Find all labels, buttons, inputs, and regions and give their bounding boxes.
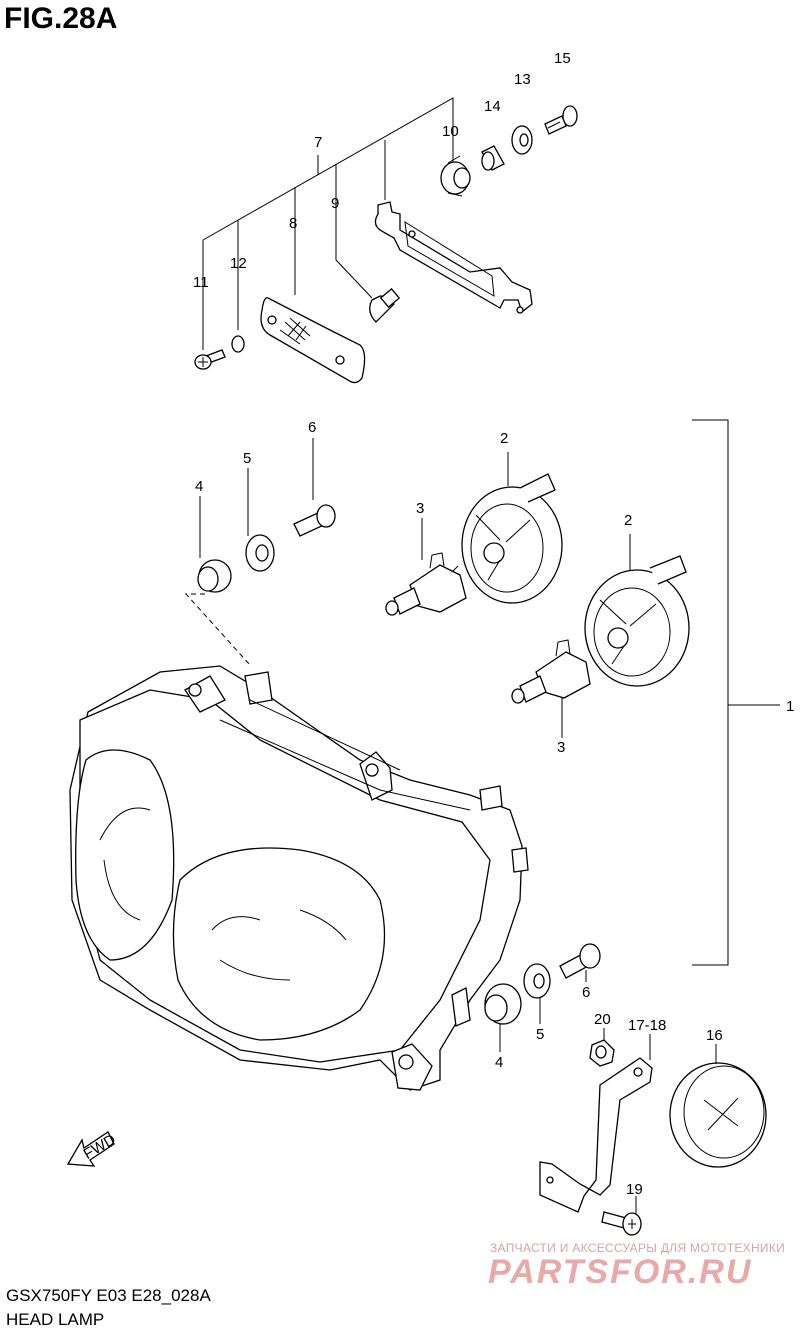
washer-5-upper [245,534,275,572]
callout-1: 1 [786,698,794,715]
callout-15: 15 [554,50,571,67]
position-lamp-lens [260,297,366,384]
nut-20 [589,1039,615,1067]
callout-4: 4 [195,478,203,495]
callout-16: 16 [706,1027,723,1044]
callout-19: 19 [626,1181,643,1198]
washer-13 [511,125,533,155]
callout-2: 2 [500,430,508,447]
grommet-10 [440,155,471,197]
callout-9: 9 [331,195,339,212]
bolt-6-upper [293,504,336,537]
bulb-lower [511,639,591,704]
cap-16 [669,1062,767,1168]
callout-13: 13 [514,71,531,88]
callout-labels: 1 2 2 3 3 4 4 5 5 6 6 7 8 9 10 11 12 13 … [193,50,794,1198]
callout-4: 4 [495,1054,503,1071]
socket-cover-upper [461,473,563,604]
screw-19 [601,1211,642,1236]
callout-6: 6 [582,984,590,1001]
socket-cover-lower [584,555,690,687]
position-lamp-group [194,97,578,384]
grommet-4-upper [197,559,232,593]
watermark-tagline: ЗАПЧАСТИ И АКСЕССУАРЫ ДЛЯ МОТОТЕХНИКИ [490,1241,786,1255]
figure-part-name: HEAD LAMP [6,1310,105,1329]
callout-5: 5 [243,450,251,467]
callout-3: 3 [557,739,565,756]
callout-3: 3 [416,500,424,517]
callout-5: 5 [536,1026,544,1043]
bolt-15 [544,105,578,135]
callout-6: 6 [308,419,316,436]
bolt-6-lower [559,943,601,979]
bracket-17-18 [539,1057,653,1213]
head-lamp-housing [69,665,529,1091]
grommet-4-lower [484,983,522,1025]
figure-title: FIG.28A [4,2,118,35]
callout-10: 10 [442,123,459,140]
callout-17-18: 17-18 [628,1017,666,1034]
washer-12 [231,335,245,353]
callout-2: 2 [624,512,632,529]
washer-5-lower [523,963,551,999]
screw-11 [194,349,226,370]
callout-12: 12 [230,255,247,272]
callout-14: 14 [484,98,501,115]
bulb-upper [385,552,467,616]
forward-direction-arrow: FWD [66,1131,119,1167]
figure-model-code: GSX750FY E03 E28_028A [6,1286,211,1305]
position-lamp-bulb [369,287,401,323]
callout-7: 7 [314,134,322,151]
collar-14 [481,145,505,171]
assembly-bracket-1 [692,419,780,966]
position-lamp-bracket [374,201,533,314]
callout-11: 11 [193,274,209,291]
watermark-logo: PARTSFOR.RU [488,1253,753,1291]
callout-20: 20 [594,1011,611,1028]
callout-8: 8 [289,215,297,232]
fwd-label: FWD [81,1131,119,1163]
